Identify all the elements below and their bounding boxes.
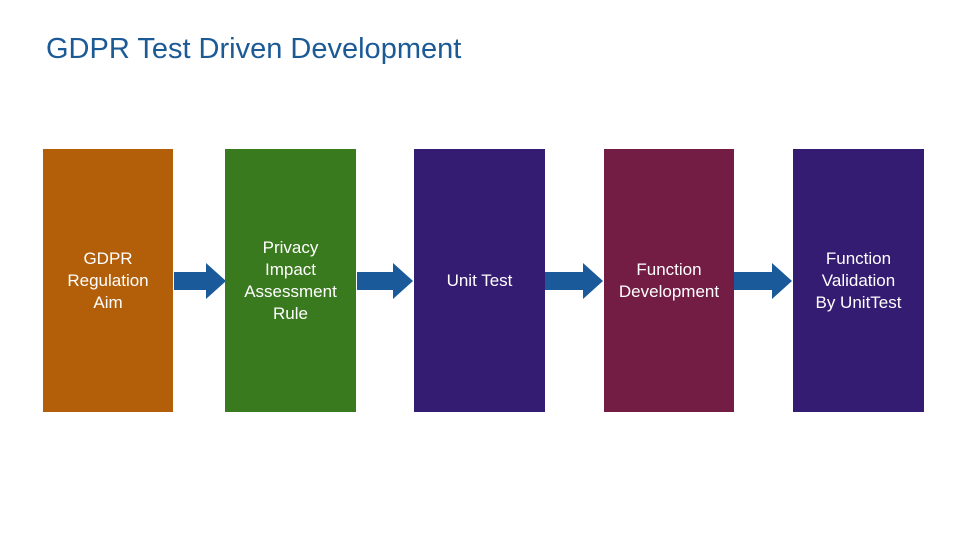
- step-label: Function Validation By UnitTest: [815, 248, 902, 312]
- step-label: Privacy Impact Assessment Rule: [244, 237, 337, 323]
- arrow-right-icon: [545, 263, 603, 299]
- arrow-right-icon: [734, 263, 792, 299]
- step-gdpr-regulation-aim: GDPR Regulation Aim: [43, 149, 173, 412]
- step-privacy-impact-assessment-rule: Privacy Impact Assessment Rule: [225, 149, 356, 412]
- arrow-right-icon: [357, 263, 413, 299]
- step-function-development: Function Development: [604, 149, 734, 412]
- step-function-validation-by-unittest: Function Validation By UnitTest: [793, 149, 924, 412]
- slide-title: GDPR Test Driven Development: [46, 33, 462, 65]
- arrow-right-icon: [174, 263, 226, 299]
- step-unit-test: Unit Test: [414, 149, 545, 412]
- step-label: Unit Test: [446, 270, 513, 290]
- step-label: Function Development: [618, 259, 720, 301]
- step-label: GDPR Regulation Aim: [67, 248, 149, 312]
